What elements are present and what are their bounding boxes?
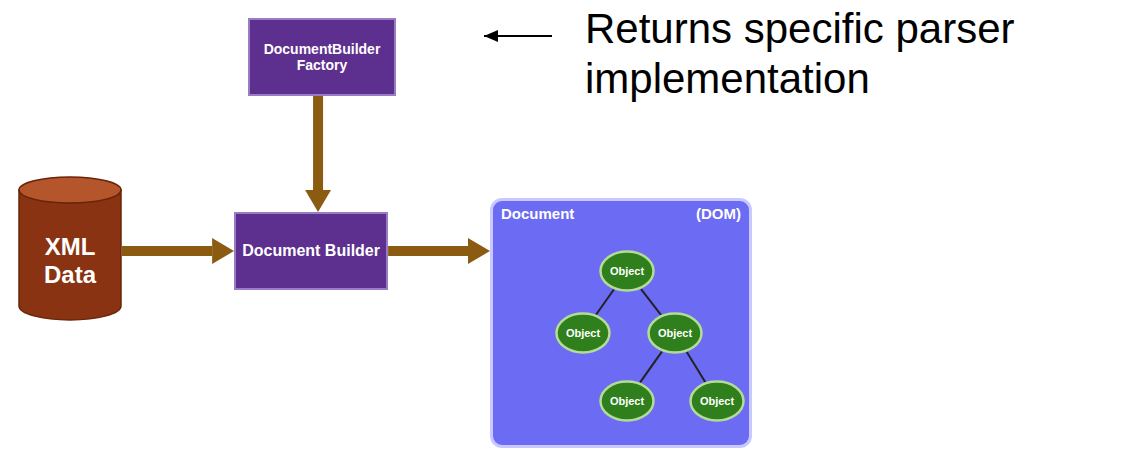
tree-link — [641, 289, 661, 315]
object-ellipse — [691, 382, 744, 421]
text-block: Object — [599, 380, 655, 422]
document-panel: Document(DOM)ObjectObjectObjectObjectObj… — [490, 198, 752, 448]
object-node: Object — [599, 380, 655, 422]
flow-arrow — [388, 246, 468, 256]
object-node: Object — [689, 380, 745, 422]
tree-link — [596, 290, 614, 315]
tree-link — [640, 352, 662, 383]
node-label: Object — [610, 395, 644, 408]
text-block: Object — [555, 312, 611, 354]
leader-arrow — [484, 35, 552, 37]
data-cylinder: XML Data — [18, 176, 122, 320]
tree-link — [687, 352, 705, 382]
object-ellipse — [601, 252, 654, 291]
node-label: Object — [658, 327, 692, 340]
text-block: Object — [689, 380, 745, 422]
node-label: XML Data — [30, 233, 110, 288]
text-block: Object — [599, 250, 655, 292]
cylinder-top — [19, 177, 121, 203]
node-heading: Document — [501, 205, 574, 222]
object-node: Object — [555, 312, 611, 354]
text-block: DocumentBuilder Factory — [250, 20, 394, 94]
node-label: DocumentBuilder Factory — [250, 41, 394, 73]
node-label: Object — [610, 265, 644, 278]
node-label: Object — [700, 395, 734, 408]
object-ellipse — [649, 314, 702, 353]
process-box: Document Builder — [234, 212, 388, 290]
object-node: Object — [599, 250, 655, 292]
flow-arrow — [313, 96, 323, 190]
node-subheading: (DOM) — [696, 205, 741, 222]
node-label: Object — [566, 327, 600, 340]
node-label: Document Builder — [242, 242, 380, 260]
object-ellipse — [557, 314, 610, 353]
flow-arrow — [122, 246, 212, 256]
text-block: Document Builder — [236, 214, 386, 288]
object-node: Object — [647, 312, 703, 354]
factory-box: DocumentBuilder Factory — [248, 18, 396, 96]
text-block: XML Data — [18, 176, 122, 320]
callout-note: Returns specific parser implementation — [585, 4, 1130, 105]
object-ellipse — [601, 382, 654, 421]
cylinder-body — [19, 190, 121, 320]
text-block: Object — [647, 312, 703, 354]
